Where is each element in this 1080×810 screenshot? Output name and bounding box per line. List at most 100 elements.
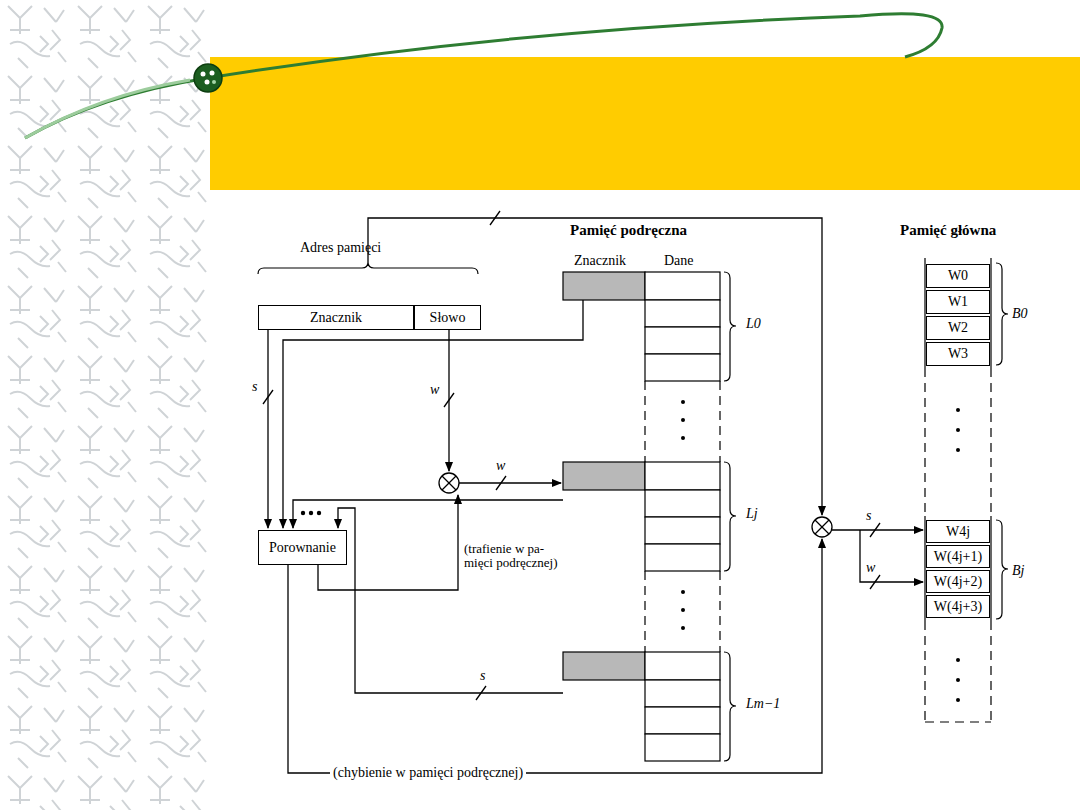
comparator-symbol <box>442 476 456 490</box>
ellipsis-dots <box>956 658 960 662</box>
comparator-symbol <box>815 520 829 534</box>
box-text: Znacznik <box>310 310 362 325</box>
cache-gap <box>644 381 645 462</box>
ellipsis-dots <box>681 608 685 612</box>
cache-rows <box>563 462 645 490</box>
cache-rows <box>645 652 720 680</box>
bus-width: s <box>252 379 257 394</box>
background-decoration <box>210 71 215 76</box>
cache-rows <box>645 272 720 300</box>
cache-rows <box>645 517 720 544</box>
cache-rows <box>645 327 720 354</box>
comparator-symbol <box>812 517 832 537</box>
cache-rows <box>645 734 720 761</box>
background-decoration <box>210 57 1080 190</box>
box-text: W4j <box>946 524 970 539</box>
block-label: Bj <box>1012 563 1024 578</box>
background-decoration <box>0 0 210 810</box>
signal-wire <box>293 500 563 528</box>
cache-gap <box>719 571 720 652</box>
cache-gap <box>719 381 720 462</box>
background-decoration <box>212 80 216 84</box>
bus-width: s <box>480 668 485 683</box>
ellipsis-dots <box>301 511 305 515</box>
memory-word: W1 <box>926 290 990 314</box>
ellipsis-dots <box>317 511 321 515</box>
signal-wire <box>860 530 923 582</box>
box-text: W3 <box>948 346 968 361</box>
signal-wire <box>288 539 822 773</box>
memory-word: W4j <box>926 520 990 543</box>
line-braces <box>724 272 736 381</box>
comparator-symbol <box>439 473 459 493</box>
ellipsis-dots <box>956 448 960 452</box>
cache-rows <box>645 300 720 327</box>
signal-note: (chybienie w pamięci podręcznej) <box>330 765 526 780</box>
ellipsis-dots <box>956 678 960 682</box>
box-text: W0 <box>948 268 968 283</box>
bus-width: w <box>866 560 875 575</box>
ellipsis-dots <box>681 436 685 440</box>
line-label: Lj <box>746 506 758 521</box>
cache-rows <box>645 354 720 381</box>
background-decoration <box>205 80 210 85</box>
ellipsis-dots <box>681 418 685 422</box>
section-heading: Pamięć główna <box>900 222 996 239</box>
main-memory-gap <box>924 621 925 722</box>
bus-slash <box>870 523 880 537</box>
section-heading: Pamięć podręczna <box>570 222 687 239</box>
box-text: W1 <box>948 294 968 309</box>
comparator-box: Porownanie <box>258 530 347 565</box>
line-label: Lm−1 <box>746 696 780 711</box>
main-memory-gap <box>924 368 925 518</box>
background-decoration <box>25 14 942 138</box>
cache-rows <box>645 462 720 490</box>
signal-wire <box>283 218 923 773</box>
memory-word: W(4j+2) <box>926 570 990 593</box>
ellipsis-dots <box>309 511 313 515</box>
box-text: Porownanie <box>269 540 336 555</box>
block-label: B0 <box>1012 306 1028 321</box>
background-decoration <box>194 64 222 92</box>
column-heading: Znacznik <box>574 253 626 268</box>
bus-width: w <box>430 382 439 397</box>
signal-wire <box>338 508 563 693</box>
bus-slash <box>496 476 506 490</box>
ellipsis-dots <box>956 428 960 432</box>
memory-word: W0 <box>926 264 990 288</box>
address-field: Słowo <box>414 305 481 330</box>
box-text: Słowo <box>430 310 466 325</box>
ellipsis-dots <box>301 400 960 702</box>
column-heading: Dane <box>664 253 694 268</box>
memory-word: W(4j+1) <box>926 545 990 568</box>
box-text: W(4j+3) <box>934 599 982 614</box>
cache-rows <box>563 272 720 761</box>
bus-slash <box>870 575 880 589</box>
main-memory-rim <box>990 258 991 368</box>
bus-width: s <box>866 508 871 523</box>
address-label: Adres pamięci <box>300 240 381 255</box>
comparator-symbol <box>442 476 456 490</box>
main-memory-gap <box>925 721 991 722</box>
line-braces <box>724 263 1008 761</box>
cache-rows <box>645 680 720 707</box>
box-text: W(4j+1) <box>934 549 982 564</box>
cache-rows <box>645 544 720 571</box>
ellipsis-dots <box>681 590 685 594</box>
line-braces <box>724 652 736 761</box>
cache-rows <box>645 490 720 517</box>
bus-slash <box>444 211 880 700</box>
main-memory-gap <box>925 368 991 722</box>
background-decoration <box>201 72 206 77</box>
comparator-symbol <box>439 473 832 537</box>
bus-slash <box>444 393 454 407</box>
line-braces <box>996 263 1008 365</box>
cache-rows <box>645 707 720 734</box>
signal-wire <box>832 529 923 530</box>
memory-word: W(4j+3) <box>926 595 990 618</box>
main-memory-rim <box>990 516 991 621</box>
